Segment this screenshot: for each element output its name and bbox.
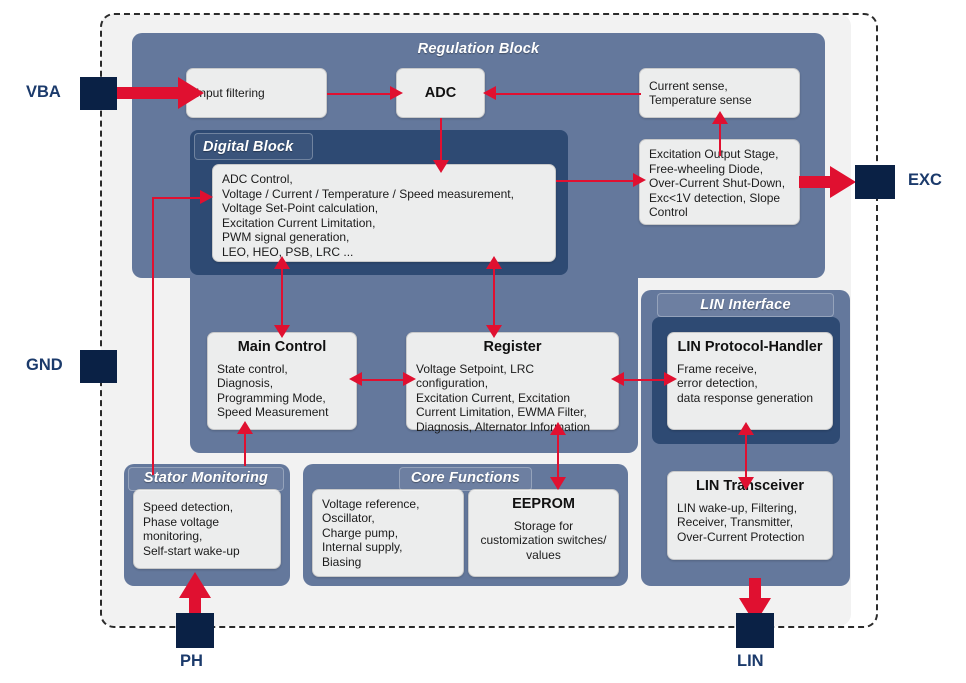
pad-label-exc: EXC bbox=[908, 171, 942, 189]
group-stator-monitoring-title-tab bbox=[128, 467, 284, 491]
box-excitation-output-stage-body: Excitation Output Stage, Free-wheeling D… bbox=[649, 147, 786, 219]
box-current-sense[interactable]: Current sense, Temperature sense bbox=[639, 68, 800, 118]
box-stator-monitoring-detail[interactable]: Speed detection, Phase voltage monitorin… bbox=[133, 489, 281, 569]
wire-linprotocol-lintransceiver bbox=[745, 430, 747, 482]
pad-label-lin: LIN bbox=[737, 652, 764, 670]
box-input-filtering-body: Input filtering bbox=[196, 85, 265, 100]
group-digital-block-title-tab bbox=[194, 133, 313, 160]
group-lin-interface-title: LIN Interface bbox=[700, 297, 791, 313]
box-lin-transceiver-body: LIN wake-up, Filtering, Receiver, Transm… bbox=[677, 500, 805, 544]
box-register-body: Voltage Setpoint, LRC configuration, Exc… bbox=[416, 361, 591, 434]
chip-boundary-dashed bbox=[100, 13, 878, 628]
box-main-control[interactable]: Main Control State control, Diagnosis, P… bbox=[207, 332, 357, 430]
pad-exc[interactable] bbox=[855, 165, 895, 199]
box-digital-core[interactable]: ADC Control, Voltage / Current / Tempera… bbox=[212, 164, 556, 262]
box-input-filtering[interactable]: Input filtering bbox=[186, 68, 327, 118]
wire-stator-feedback-vertical bbox=[152, 197, 154, 475]
group-core-functions-title: Core Functions bbox=[410, 470, 521, 486]
wire-register-linprotocol bbox=[619, 379, 668, 381]
group-regulation-block-title: Regulation Block bbox=[417, 41, 540, 57]
wire-excitation-to-currentsense bbox=[719, 119, 721, 156]
wire-maincontrol-register bbox=[357, 379, 407, 381]
wire-currentsense-to-adc bbox=[490, 93, 641, 95]
box-digital-core-body: ADC Control, Voltage / Current / Tempera… bbox=[222, 172, 514, 259]
box-lin-protocol-handler-body: Frame receive, error detection, data res… bbox=[677, 361, 814, 405]
box-current-sense-body: Current sense, Temperature sense bbox=[649, 78, 752, 108]
pad-label-vba: VBA bbox=[26, 83, 61, 101]
wire-vba-pad-to-inputfilter bbox=[110, 87, 178, 99]
wire-register-eeprom bbox=[557, 430, 559, 482]
pad-label-ph: PH bbox=[180, 652, 203, 670]
wire-adc-to-digitalcore bbox=[440, 118, 442, 164]
box-lin-transceiver-title: LIN Transceiver bbox=[696, 478, 804, 494]
box-eeprom-title: EEPROM bbox=[512, 496, 575, 512]
wire-excitation-to-exc-pad bbox=[799, 176, 837, 188]
pad-gnd[interactable] bbox=[80, 350, 117, 383]
box-main-control-title: Main Control bbox=[237, 339, 327, 355]
box-stator-monitoring-detail-body: Speed detection, Phase voltage monitorin… bbox=[143, 500, 240, 558]
wire-stator-to-maincontrol bbox=[244, 430, 246, 466]
box-eeprom[interactable]: EEPROM Storage for customization switche… bbox=[468, 489, 619, 577]
box-lin-protocol-handler[interactable]: LIN Protocol-Handler Frame receive, erro… bbox=[667, 332, 833, 430]
box-register-title: Register bbox=[483, 339, 542, 355]
box-register[interactable]: Register Voltage Setpoint, LRC configura… bbox=[406, 332, 619, 434]
box-adc[interactable]: ADC bbox=[396, 68, 485, 118]
group-digital-block-title: Digital Block bbox=[203, 139, 294, 155]
pad-ph[interactable] bbox=[176, 613, 214, 648]
box-adc-title: ADC bbox=[424, 84, 457, 101]
box-core-supply[interactable]: Voltage reference, Oscillator, Charge pu… bbox=[312, 489, 464, 577]
wire-digitalcore-to-excitation bbox=[556, 180, 638, 182]
pad-label-gnd: GND bbox=[26, 356, 63, 374]
box-lin-protocol-handler-title: LIN Protocol-Handler bbox=[677, 339, 823, 355]
group-stator-monitoring-title: Stator Monitoring bbox=[143, 470, 269, 486]
box-core-supply-body: Voltage reference, Oscillator, Charge pu… bbox=[322, 496, 420, 569]
wire-stator-feedback-horizontal bbox=[152, 197, 205, 199]
wire-digitalcore-maincontrol bbox=[281, 262, 283, 332]
box-eeprom-body: Storage for customization switches/ valu… bbox=[480, 518, 607, 562]
pad-lin[interactable] bbox=[736, 613, 774, 648]
group-core-functions-title-tab bbox=[399, 467, 532, 491]
wire-inputfilter-to-adc bbox=[327, 93, 395, 95]
group-lin-interface-title-tab bbox=[657, 293, 834, 317]
box-main-control-body: State control, Diagnosis, Programming Mo… bbox=[217, 361, 329, 420]
wire-digitalcore-register bbox=[493, 262, 495, 332]
pad-vba[interactable] bbox=[80, 77, 117, 110]
box-lin-transceiver[interactable]: LIN Transceiver LIN wake-up, Filtering, … bbox=[667, 471, 833, 560]
